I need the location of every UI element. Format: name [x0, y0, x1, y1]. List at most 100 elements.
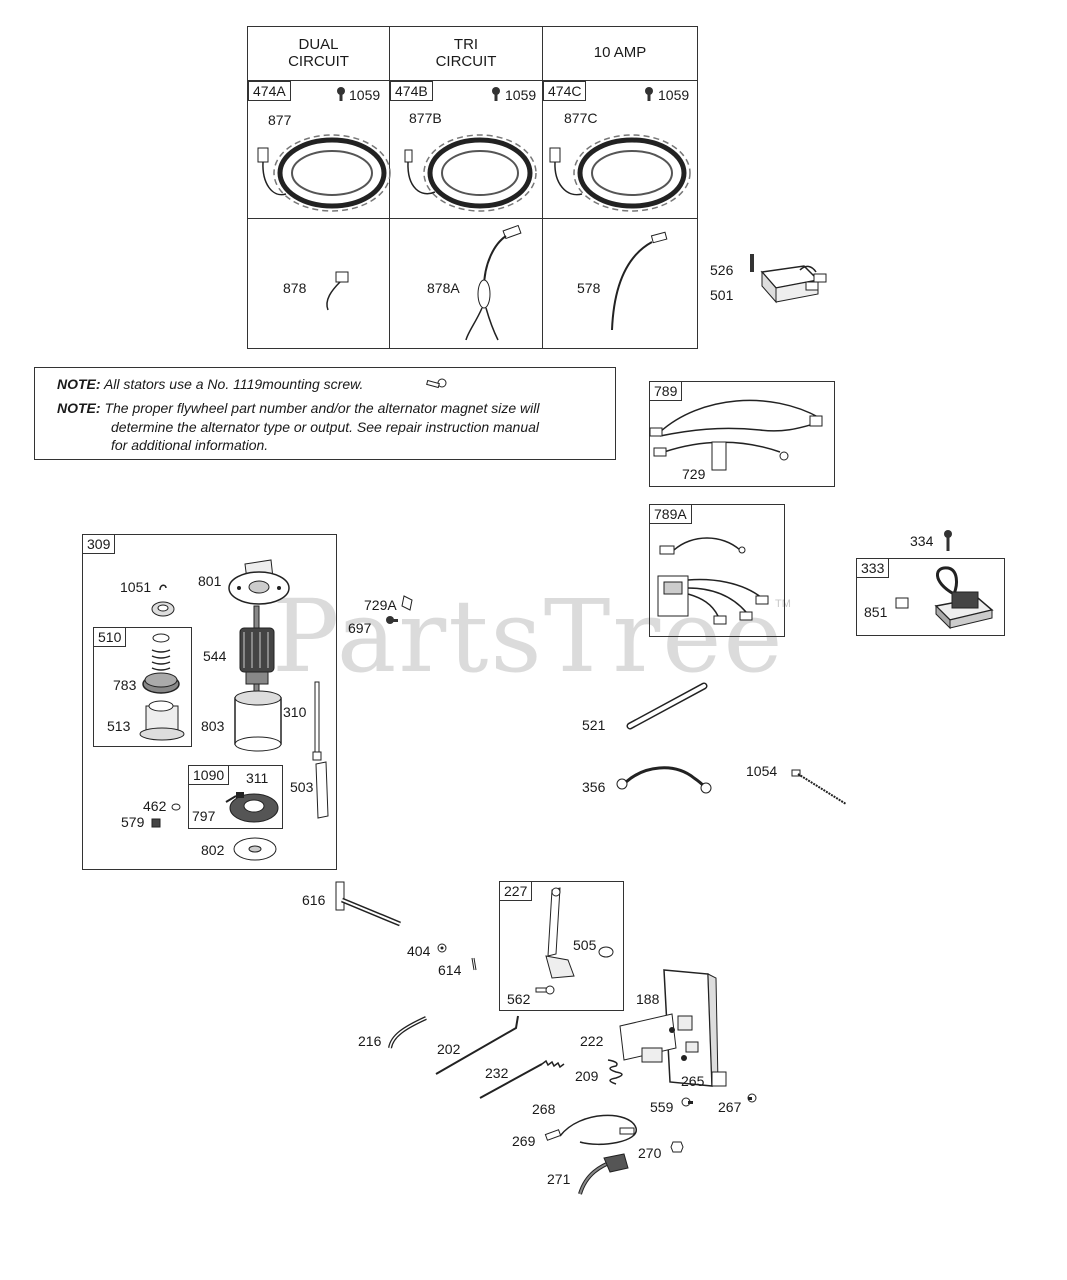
cable-icon — [544, 1114, 637, 1146]
part-267: 267 — [718, 1099, 742, 1115]
part-1051: 1051 — [120, 579, 152, 595]
part-310: 310 — [283, 704, 307, 720]
part-544: 544 — [203, 648, 227, 664]
part-503: 503 — [290, 779, 314, 795]
regulator-icon — [750, 254, 827, 304]
part-559: 559 — [650, 1099, 674, 1115]
watermark-tm: TM — [775, 598, 791, 610]
box-309-tag: 309 — [82, 534, 116, 554]
part-614: 614 — [438, 962, 462, 978]
control-bracket-icon — [619, 969, 719, 1087]
box-789-tag: 789 — [649, 381, 683, 401]
part-783: 783 — [113, 677, 137, 693]
washer-icon — [437, 943, 447, 953]
part-334: 334 — [910, 533, 934, 549]
screw-icon — [337, 87, 345, 101]
part-1054: 1054 — [746, 763, 778, 779]
shaft-lever-icon — [335, 881, 401, 927]
part-311: 311 — [246, 770, 269, 786]
governor-lever-icon — [535, 887, 614, 995]
part-209: 209 — [575, 1068, 599, 1084]
box-333-tag: 333 — [856, 558, 890, 578]
note-2-cont1: determine the alternator type or output.… — [111, 419, 540, 435]
part-269: 269 — [512, 1133, 536, 1149]
box-789A-tag: 789A — [649, 504, 692, 524]
clip-block-icon — [711, 1071, 727, 1087]
screw-icon — [386, 616, 398, 624]
part-562: 562 — [507, 991, 531, 1007]
nut-icon — [151, 818, 161, 828]
washer-icon — [151, 601, 175, 617]
part-265: 265 — [681, 1073, 705, 1089]
lead-877B: 877B — [409, 110, 442, 126]
stator-ring-icon — [257, 134, 391, 212]
end-cap-icon — [228, 559, 290, 605]
part-232: 232 — [485, 1065, 509, 1081]
box-227 — [499, 881, 624, 1011]
part-513: 513 — [107, 718, 131, 734]
part-188: 188 — [636, 991, 660, 1007]
box-227-tag: 227 — [499, 881, 533, 901]
screw-icon — [645, 87, 653, 101]
wire-harness-icon — [465, 224, 522, 341]
ignition-coil-icon — [895, 566, 994, 630]
screw-icon — [492, 87, 500, 101]
part-616: 616 — [302, 892, 326, 908]
ground-wire-icon — [616, 766, 712, 794]
throttle-lever-icon — [578, 1153, 629, 1195]
box-333 — [856, 558, 1005, 636]
note-2: NOTE: The proper flywheel part number an… — [57, 400, 540, 416]
housing-icon — [234, 690, 282, 752]
part-697: 697 — [348, 620, 372, 636]
box-1090 — [188, 765, 283, 829]
bracket-icon — [315, 761, 329, 819]
note-2-cont2: for additional information. — [111, 437, 269, 453]
part-851: 851 — [864, 604, 888, 620]
rod-icon — [626, 682, 708, 730]
drive-gear-icon — [139, 633, 185, 741]
part-501: 501 — [710, 287, 734, 303]
armature-icon — [239, 605, 275, 693]
box-789A — [649, 504, 785, 637]
part-797: 797 — [192, 808, 216, 824]
part-526: 526 — [710, 262, 734, 278]
box-510-tag: 510 — [93, 627, 127, 647]
box-510 — [93, 627, 192, 747]
part-801: 801 — [198, 573, 222, 589]
part-268: 268 — [532, 1101, 556, 1117]
part-579: 579 — [121, 814, 145, 830]
mounting-screw-icon — [426, 378, 447, 389]
part-271: 271 — [547, 1171, 571, 1187]
lead-877C: 877C — [564, 110, 598, 126]
harness-878: 878 — [283, 280, 307, 296]
stator-474B-tag: 474B — [390, 81, 433, 101]
pin-icon — [471, 957, 477, 971]
single-wire-icon — [611, 231, 668, 331]
brush-assembly-icon — [225, 792, 279, 823]
part-222: 222 — [580, 1033, 604, 1049]
part-462: 462 — [143, 798, 167, 814]
part-356: 356 — [582, 779, 606, 795]
wire-harness-789A-icon — [657, 537, 769, 625]
stator-ring-icon — [549, 134, 691, 212]
wire-harness-789-icon — [649, 399, 823, 471]
through-bolt-icon — [312, 681, 322, 761]
harness-878A: 878A — [427, 280, 460, 296]
part-729A: 729A — [364, 597, 397, 613]
connector-lead-icon — [326, 271, 349, 311]
part-202: 202 — [437, 1041, 461, 1057]
link-rod-icon — [435, 1015, 519, 1075]
header-10-amp: 10 AMP — [593, 44, 647, 61]
screw-1059-b: 1059 — [505, 87, 537, 103]
clip-icon — [401, 595, 413, 611]
screw-icon — [681, 1097, 693, 1107]
part-216: 216 — [358, 1033, 382, 1049]
spring-rod-icon — [479, 1059, 565, 1099]
part-505: 505 — [573, 937, 597, 953]
stator-474A-tag: 474A — [248, 81, 291, 101]
note-1: NOTE: All stators use a No. 1119mounting… — [57, 376, 364, 392]
part-729: 729 — [682, 466, 706, 482]
spring-icon — [607, 1059, 623, 1085]
